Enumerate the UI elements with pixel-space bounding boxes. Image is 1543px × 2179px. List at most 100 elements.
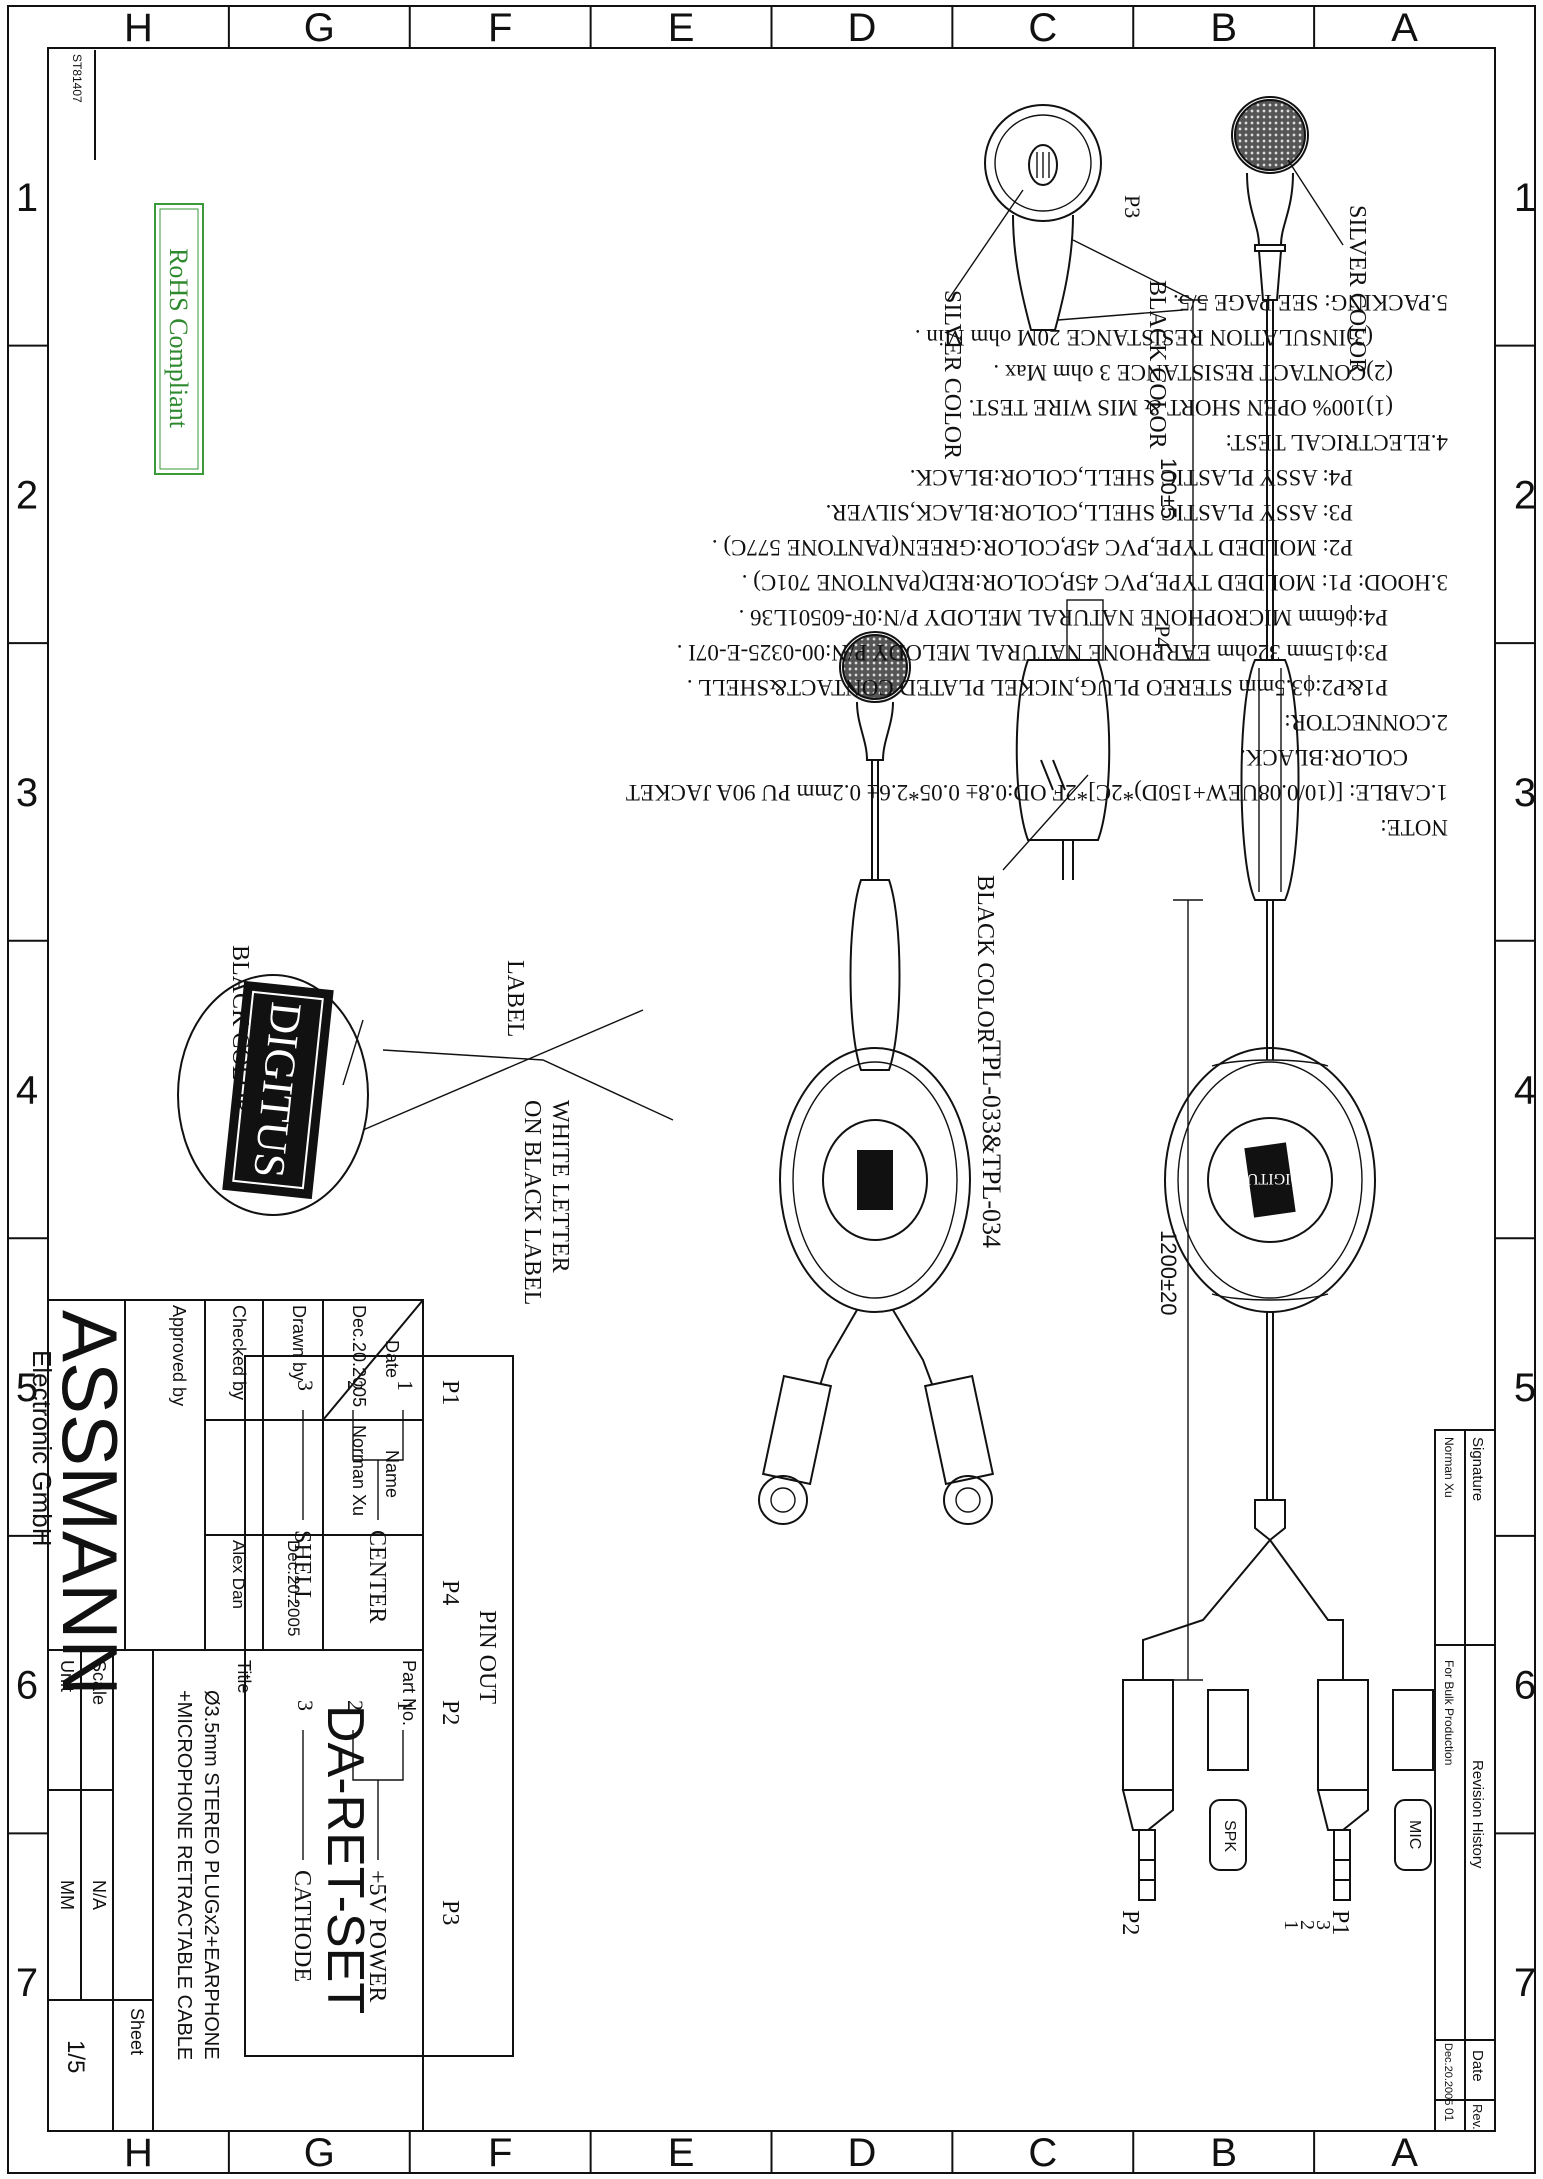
- pinout-title: PIN OUT: [474, 1610, 500, 1704]
- note-line: 4.ELECTRICAL TEST:: [1226, 430, 1448, 455]
- dim-short: 100±5: [1156, 458, 1181, 519]
- rev-header-history: Revision History: [1469, 1760, 1486, 1869]
- grid-col-label: 2: [16, 473, 38, 517]
- note-line: P3: ASSY PLASTIC SHELL,COLOR:BLACK,SILVE…: [826, 500, 1353, 525]
- pinout-header-p3: P3: [437, 1900, 463, 1925]
- callout-p4: P4: [1150, 625, 1175, 648]
- callout-model: TPL-033&TPL-034: [977, 1040, 1006, 1248]
- callout-p1: P1: [1327, 1910, 1353, 1935]
- grid-row-label: H: [124, 2131, 153, 2175]
- tb-title-line1: Ø3.5mm STEREO PLUGx2+EARPHONE: [200, 1690, 222, 2060]
- tb-title-label: Title: [234, 1660, 254, 1693]
- rev-header-rev: Rev.: [1470, 2104, 1485, 2130]
- grid-row-label: C: [1028, 6, 1057, 50]
- tb-part-no-label: Part No.: [399, 1660, 419, 1726]
- pin-callout-3: 3: [1312, 1920, 1334, 1930]
- frame: [7, 5, 1536, 2174]
- grid-row-label: B: [1210, 6, 1237, 50]
- grid-col-label: 4: [16, 1069, 38, 1113]
- note-line: COLOR:BLACK.: [1240, 745, 1408, 770]
- rev-number: 01: [1442, 2108, 1456, 2122]
- label-detail: DIGITUS: [177, 974, 674, 1216]
- note-line: (1)100% OPEN SHORT & MIS WIRE TEST.: [969, 395, 1393, 420]
- note-line: P3:ϕ15mm 32ohm EARPHONE NATURAL MELODY P…: [677, 640, 1388, 665]
- pinout-header-p1: P1: [437, 1380, 463, 1405]
- grid-col-label: 1: [16, 176, 38, 220]
- note-line: 1.CABLE: [(10/0.08UEW+150D)*2C]*2F OD:0.…: [626, 780, 1448, 805]
- rohs-text: RoHS Compliant: [164, 248, 193, 429]
- tb-company: ASSMANN: [46, 1310, 134, 1696]
- callout-silver-top: SILVER COLOR: [1344, 205, 1370, 374]
- tb-drawn-name: Norman Xu: [349, 1425, 369, 1516]
- grid-col-label: 3: [1514, 771, 1536, 815]
- callout-white-letter-1: WHITE LETTER: [547, 1100, 573, 1273]
- rev-date: Dec.20.2005: [1442, 2043, 1454, 2105]
- earphone-mesh-top: [1234, 99, 1306, 171]
- callout-spk: SPK: [1221, 1820, 1238, 1852]
- grid-row-label: E: [668, 6, 695, 50]
- revision-table: Signature Revision History Date Rev. Nor…: [1434, 1429, 1496, 2132]
- tb-scale-label: Scale: [89, 1660, 109, 1705]
- grid-row-label: E: [668, 2131, 695, 2175]
- callout-p3: P3: [1120, 195, 1145, 218]
- pinout-cathode: CATHODE: [289, 1870, 315, 1982]
- tb-date-header: Date: [382, 1340, 402, 1378]
- callout-black-p4: BLACK COLOR: [972, 875, 998, 1044]
- grid-row-label: C: [1028, 2131, 1057, 2175]
- tb-checked-by: Checked by: [229, 1305, 249, 1400]
- grid-col-label: 7: [1514, 1961, 1536, 2005]
- grid-row-label: A: [1391, 2131, 1418, 2175]
- grid-row-label: F: [488, 2131, 512, 2175]
- pinout-p1-pin1: 1: [393, 1380, 418, 1391]
- grid-row-label: D: [847, 2131, 876, 2175]
- rev-signature: Norman Xu: [1442, 1437, 1456, 1498]
- doc-code: ST81407: [70, 54, 84, 103]
- note-line: NOTE:: [1380, 815, 1448, 840]
- svg-text:DIGITUS: DIGITUS: [1238, 1170, 1302, 1187]
- grid-ticks: [8, 6, 1535, 2173]
- upper-cable-assembly: DIGITUS: [1121, 96, 1434, 1901]
- pinout-p1-pin2: 2: [343, 1380, 368, 1391]
- pinout-shell: SHELL: [289, 1530, 315, 1605]
- grid-row-label: G: [304, 6, 335, 50]
- grid-row-label: A: [1391, 6, 1418, 50]
- pinout-p1-pin3: 3: [293, 1380, 318, 1391]
- lower-cable-assembly: [758, 631, 995, 1525]
- callout-white-letter-2: ON BLACK LABEL: [519, 1100, 545, 1305]
- pinout-header-p2: P2: [437, 1700, 463, 1725]
- note-line: 5.PACKING: SEE PAGE 5/5.: [1173, 290, 1448, 315]
- grid-col-label: 3: [16, 771, 38, 815]
- grid-col-label: 5: [1514, 1366, 1536, 1410]
- tb-scale-value: N/A: [89, 1880, 109, 1910]
- tb-approved-by: Approved by: [169, 1305, 189, 1406]
- tb-drawn-date: Dec.20.2005: [349, 1305, 369, 1407]
- pinout-p2-pin1: 1: [393, 1700, 418, 1711]
- pin-callout-1: 1: [1280, 1920, 1302, 1930]
- pinout-p2-pin3: 3: [293, 1700, 318, 1711]
- earphone-mic-detail: [984, 104, 1111, 880]
- callout-texts: SILVER COLOR P3 BLACK COLOR SILVER COLOR…: [227, 195, 1423, 1935]
- pinout-table: PIN OUT P1 P4 P2 P3 1 2 3 1 2 3 CENTER S…: [244, 1355, 514, 2057]
- grid-col-label: 2: [1514, 473, 1536, 517]
- tb-name-header: Name: [382, 1450, 402, 1498]
- rev-header-signature: Signature: [1469, 1437, 1486, 1501]
- pinout-power: +5V POWER: [364, 1870, 390, 2002]
- tb-drawn-by: Drawn by: [289, 1305, 309, 1381]
- notes-block: NOTE: 1.CABLE: [(10/0.08UEW+150D)*2C]*2F …: [626, 290, 1448, 840]
- note-line: 3.HOOD: P1: MOLDED TYPE,PVC 45P,COLOR:RE…: [742, 570, 1448, 595]
- tb-sheet-value: 1/5: [62, 2040, 89, 2073]
- rev-header-date: Date: [1469, 2050, 1486, 2082]
- note-line: P4: ASSY PLASTIC SHELL,COLOR:BLACK.: [910, 465, 1353, 490]
- note-line: 2.CONNECTOR:: [1284, 710, 1448, 735]
- title-block: Date Name Drawn by Dec.20.2005 Norman Xu…: [27, 50, 424, 2132]
- callout-black-p3: BLACK COLOR: [1144, 280, 1170, 449]
- tb-sheet-label: Sheet: [127, 2008, 147, 2055]
- tb-unit-value: MM: [57, 1880, 77, 1910]
- callout-mic: MIC: [1406, 1820, 1423, 1849]
- grid-row-label: G: [304, 2131, 335, 2175]
- tb-part-no: DA-RET-SET: [316, 1705, 374, 2014]
- grid-row-label: H: [124, 6, 153, 50]
